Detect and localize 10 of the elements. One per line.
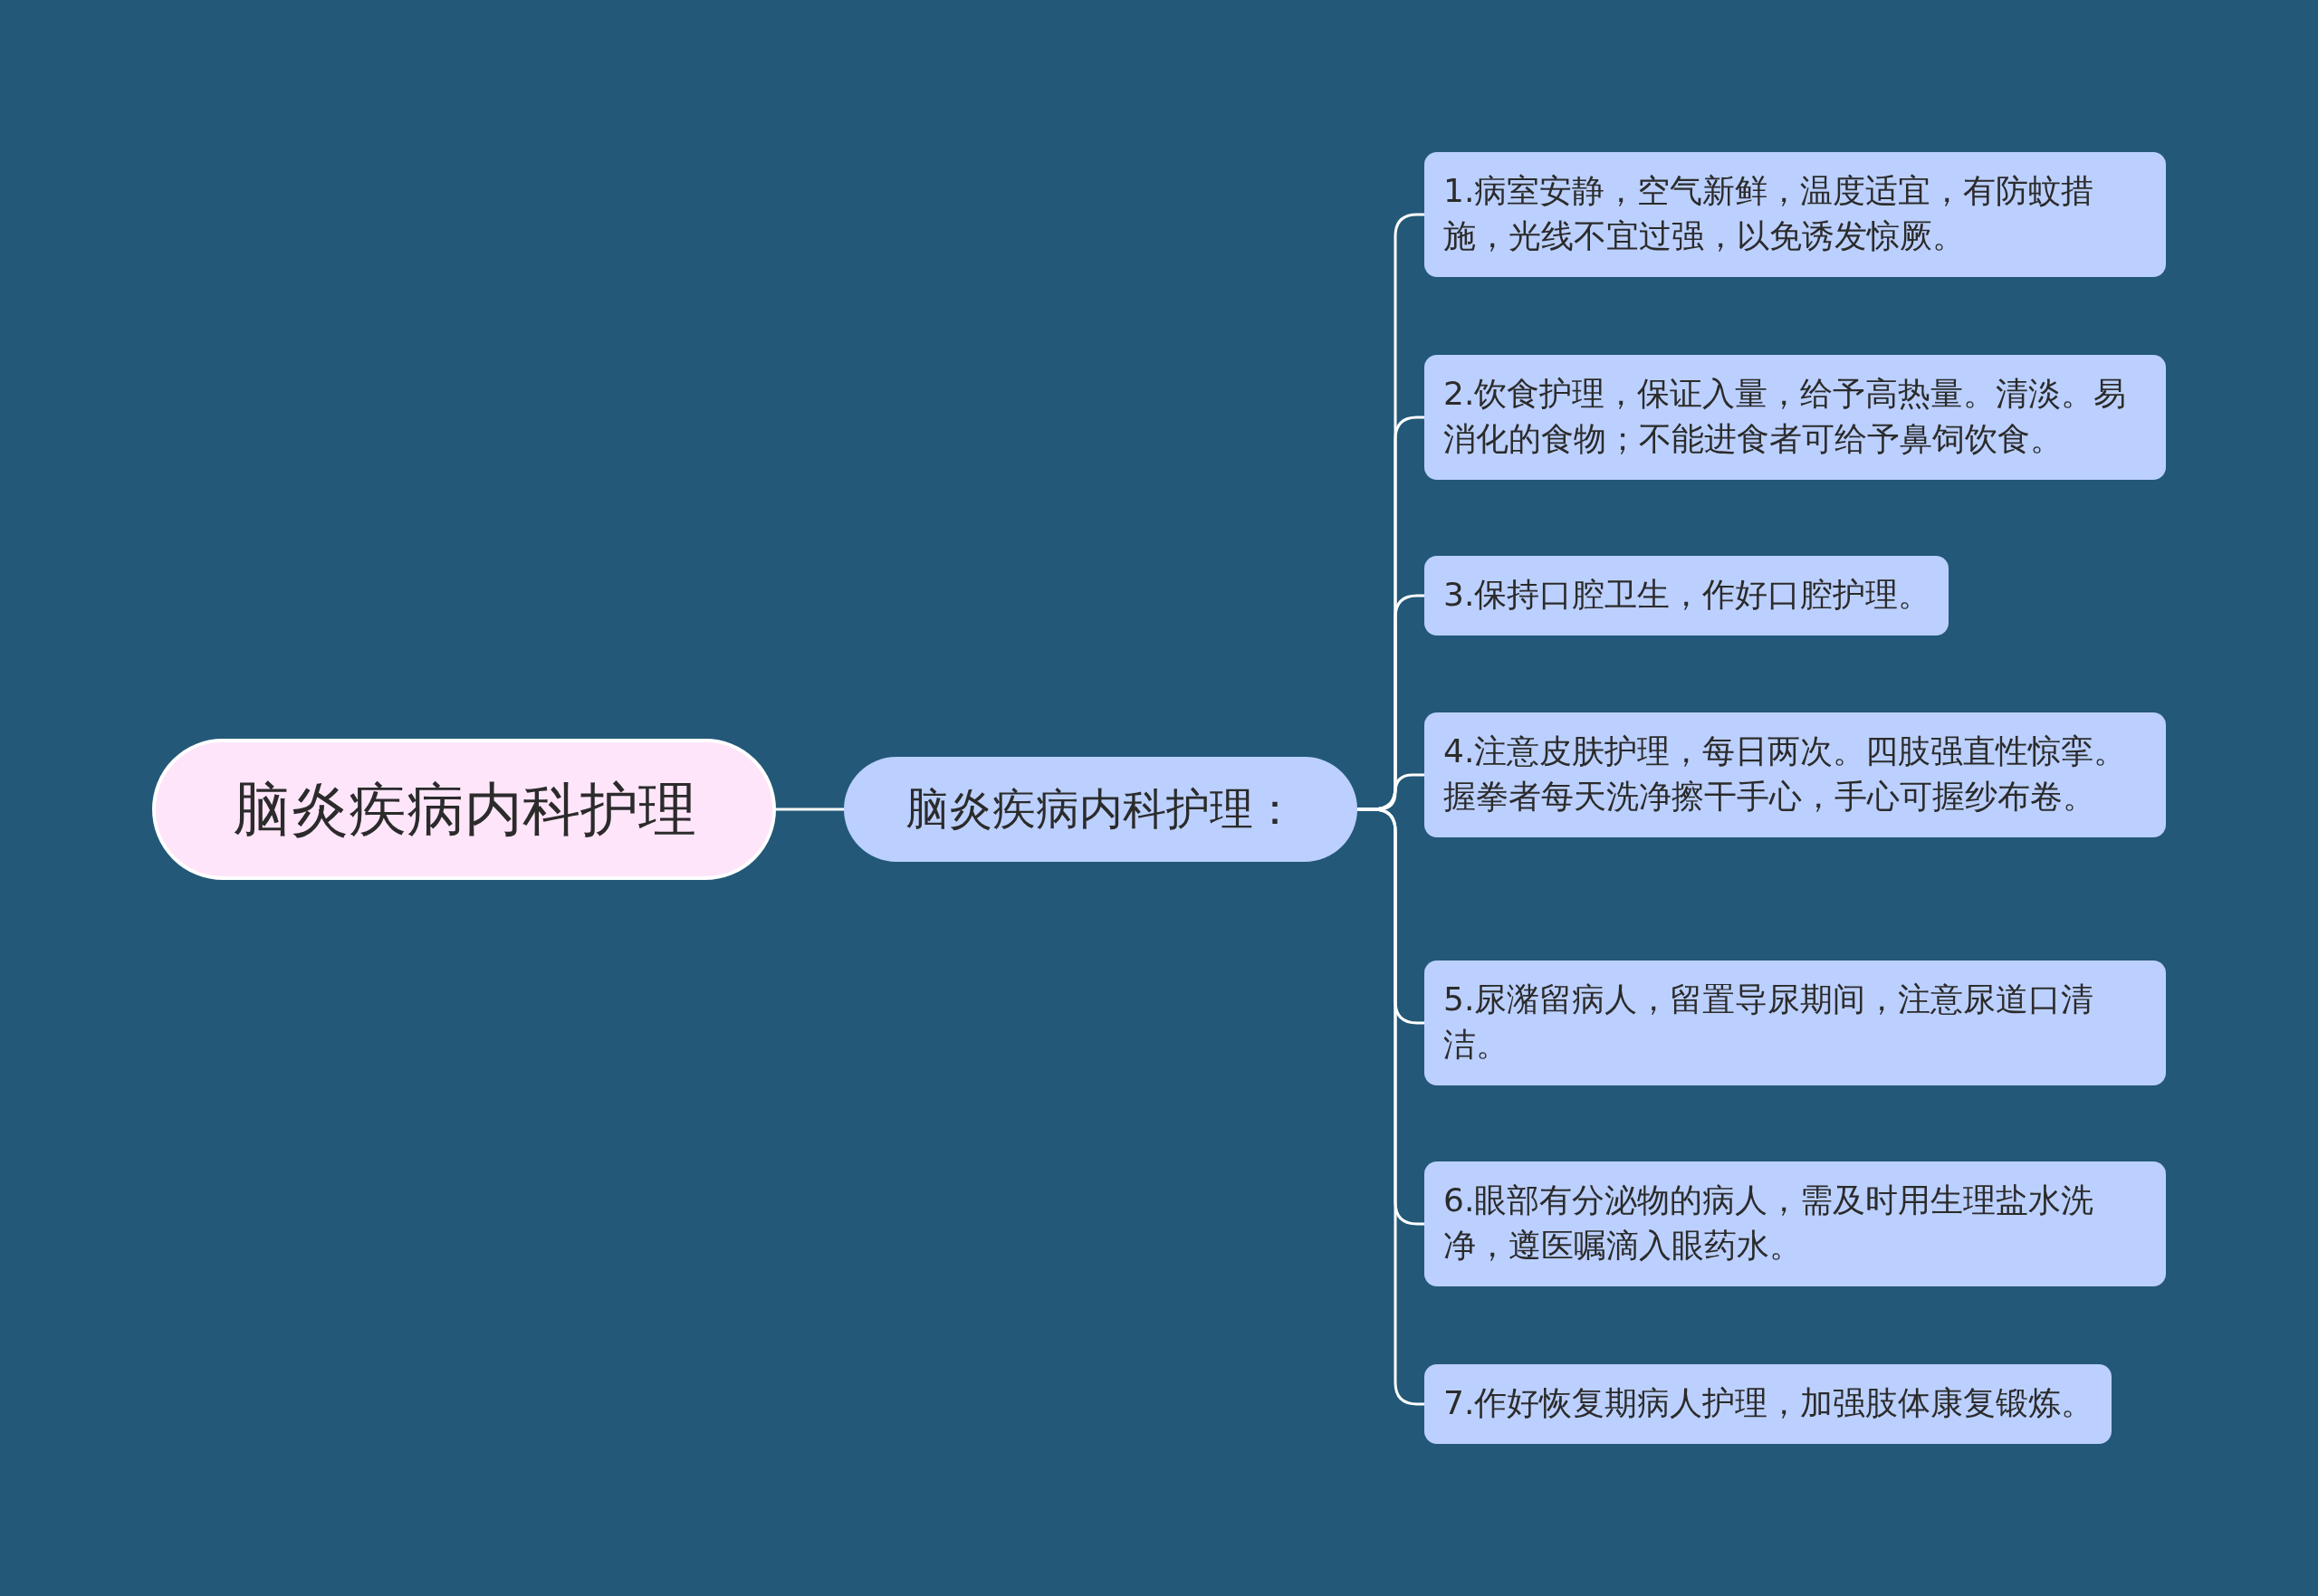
item-box: 3.保持口腔卫生，作好口腔护理。 [1424,556,1949,636]
item-box: 1.病室安静，空气新鲜，温度适宜，有防蚊措施，光线不宜过强，以免诱发惊厥。 [1424,152,2166,277]
item-box: 4.注意皮肤护理，每日两次。四肢强直性惊挛。握拳者每天洗净擦干手心，手心可握纱布卷。 [1424,712,2166,837]
central-topic: 脑炎疾病内科护理 [152,739,776,880]
item-box: 6.眼部有分泌物的病人，需及时用生理盐水洗净，遵医嘱滴入眼药水。 [1424,1161,2166,1286]
item-box: 5.尿潴留病人，留置导尿期间，注意尿道口清洁。 [1424,960,2166,1085]
subtopic-box: 脑炎疾病内科护理： [844,757,1357,862]
item-box: 2.饮食护理，保证入量，给予高热量。清淡。易消化的食物；不能进食者可给予鼻饲饮食。 [1424,355,2166,480]
item-box: 7.作好恢复期病人护理，加强肢体康复锻炼。 [1424,1364,2112,1444]
connector-line [776,808,844,811]
